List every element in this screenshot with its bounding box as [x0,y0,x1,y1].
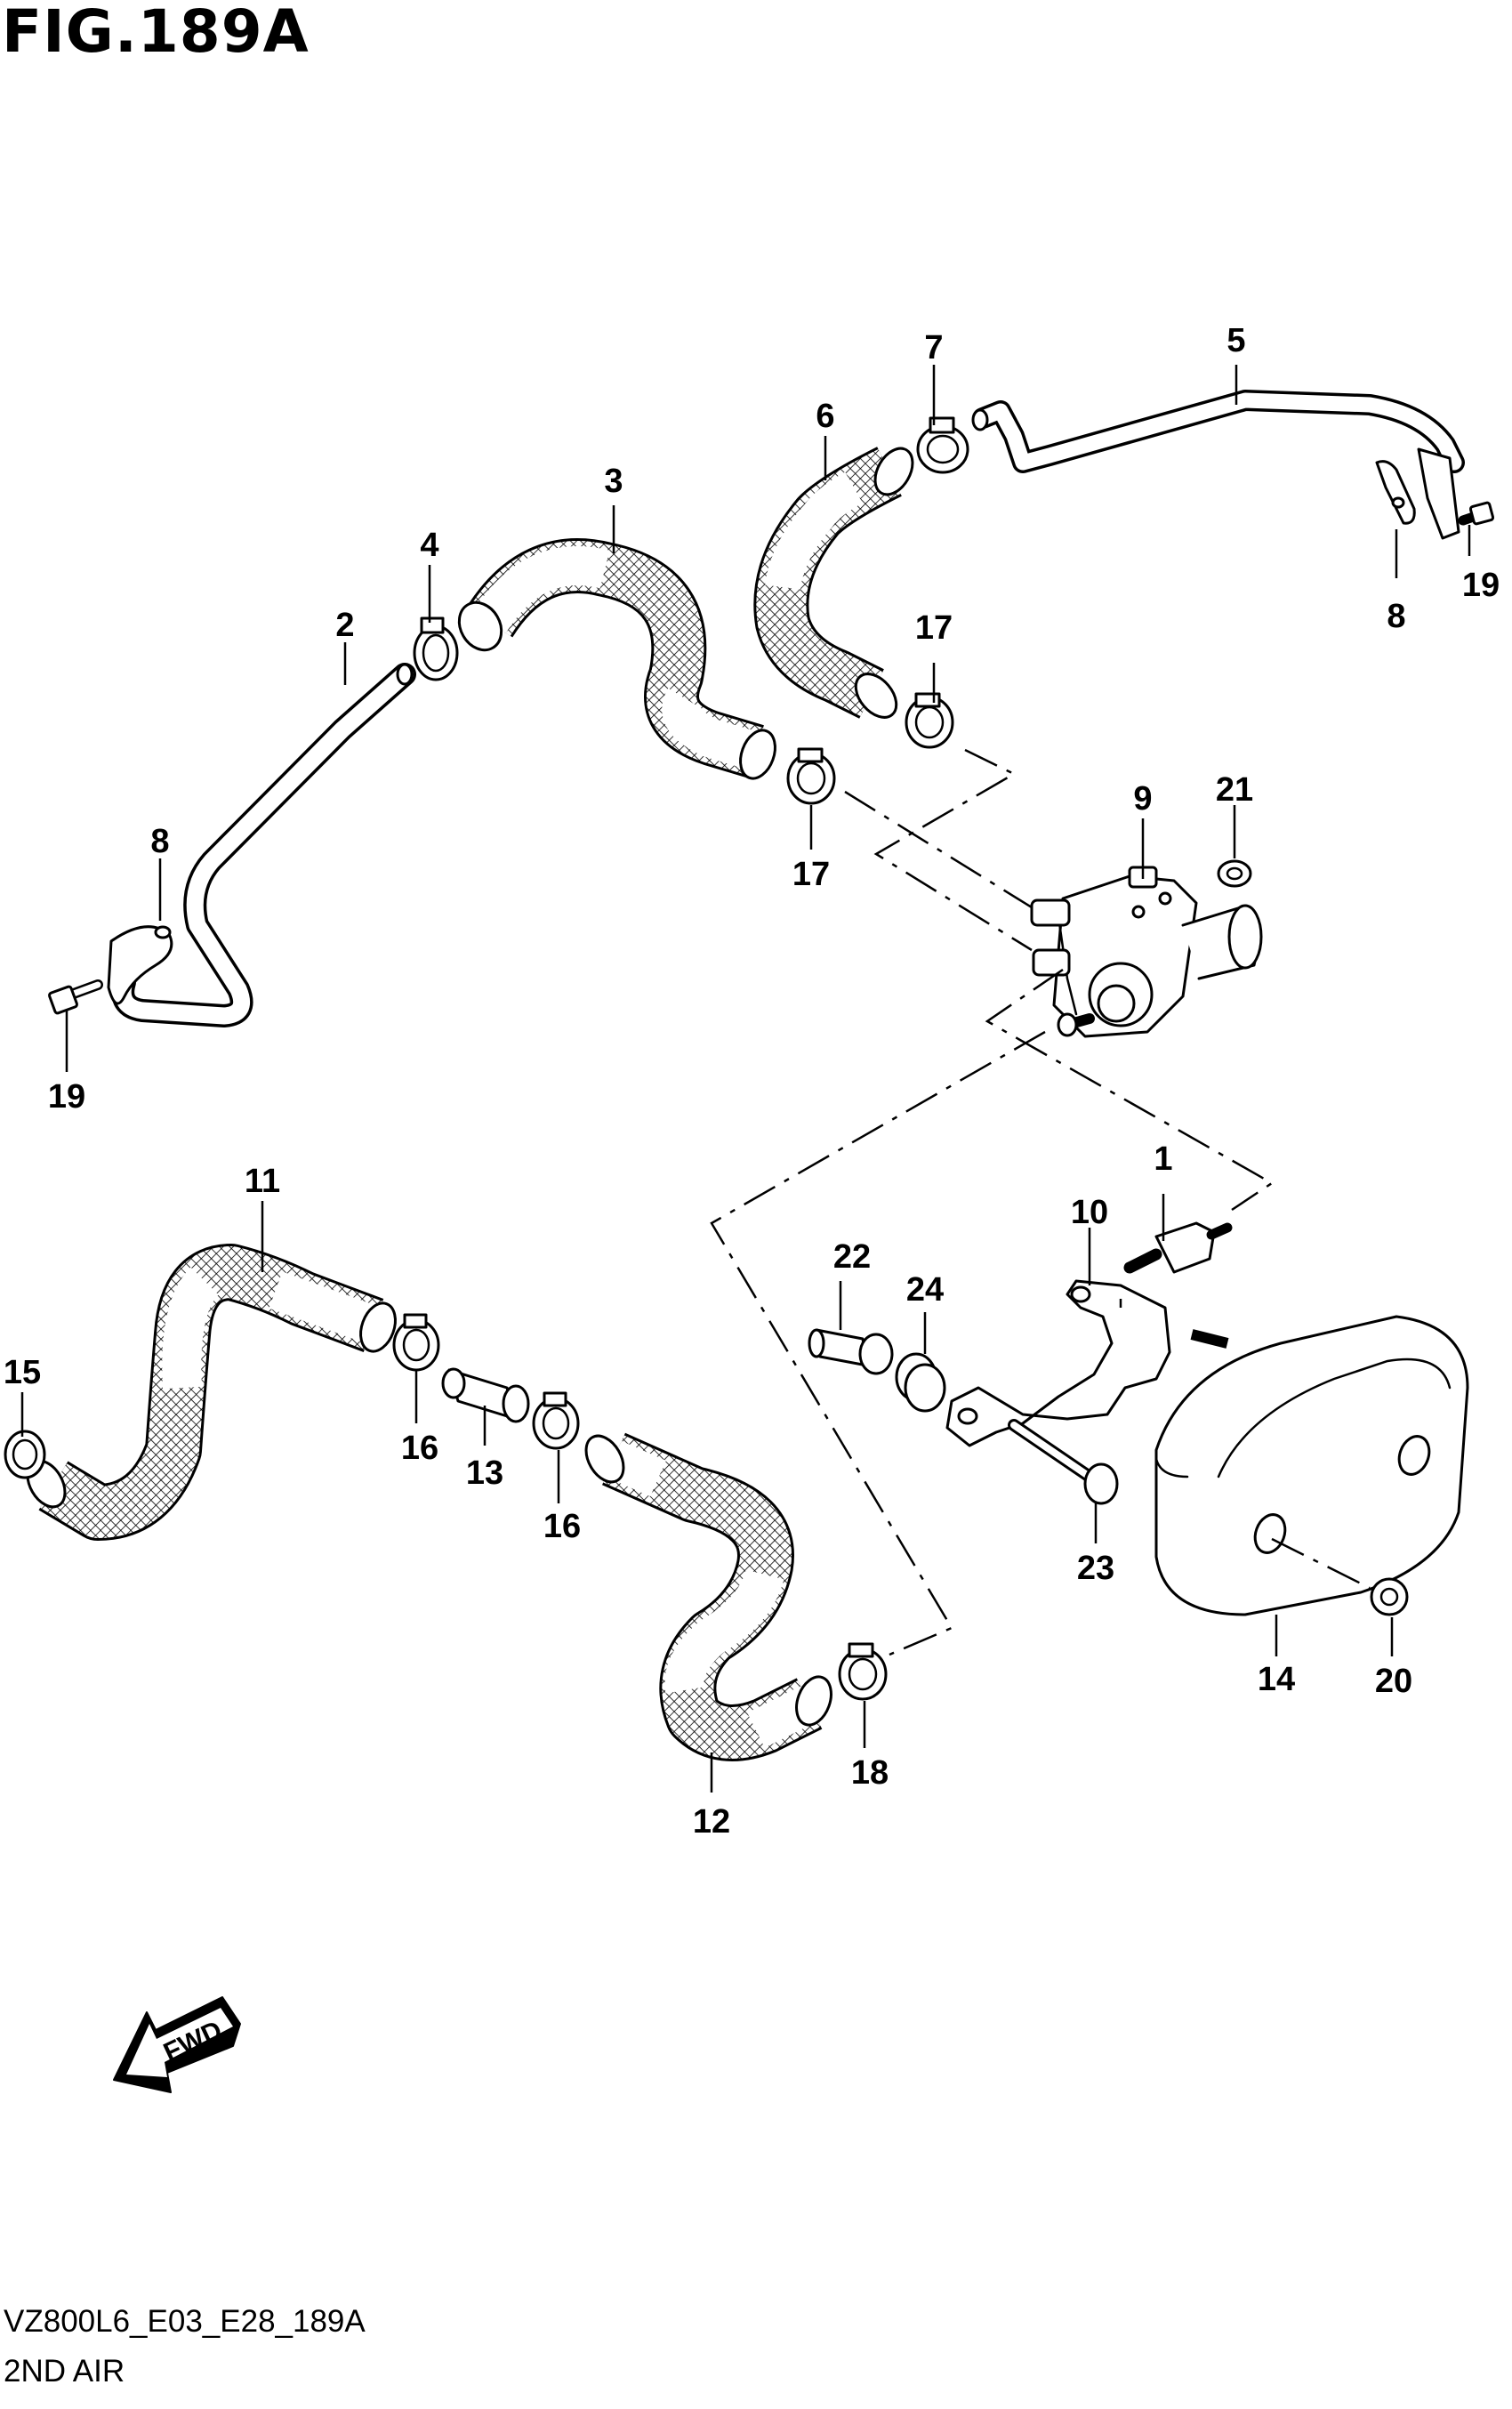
callout-23: 23 [1077,1550,1114,1587]
callout-13: 13 [466,1454,503,1492]
callout-6: 6 [816,398,834,435]
callout-18: 18 [851,1754,889,1792]
callout-5: 5 [1226,322,1245,359]
air-cleaner-case-14 [1154,1315,1469,1616]
clamp-7 [916,416,969,474]
callout-12: 12 [693,1803,730,1841]
hose-12 [584,1432,832,1761]
callout-8-right: 8 [1387,598,1405,635]
callout-2: 2 [335,607,354,644]
callout-19-right: 19 [1462,567,1500,604]
diagram-code: VZ800L6_E03_E28_189A [4,2304,366,2339]
bolt-23 [1008,1419,1119,1505]
clamp-16-right [532,1391,580,1450]
bolt-19-left [48,979,103,1015]
callout-7: 7 [924,329,943,367]
callout-11: 11 [245,1163,280,1200]
valve-1 [1123,1221,1233,1274]
bracket-8-left [107,925,173,1005]
callout-22: 22 [833,1238,871,1276]
diagram-description: 2ND AIR [4,2354,125,2389]
callout-16-right: 16 [543,1508,581,1545]
callout-labels: 1 2 3 4 5 6 7 8 8 9 10 11 12 13 14 15 16… [4,322,1500,1841]
figure-title: FIG.189A [2,0,310,66]
forward-direction-arrow: FWD [113,1996,241,2093]
callout-15: 15 [4,1354,41,1391]
callout-16-left: 16 [401,1430,438,1467]
callout-19-left: 19 [48,1078,85,1116]
bracket-10 [945,1279,1229,1447]
callout-3: 3 [604,463,623,500]
air-pipe-2 [111,663,416,1027]
air-pipe-5 [971,390,1465,473]
leader-lines [20,365,1471,1793]
hose-3 [457,538,776,780]
cushion-24 [895,1352,946,1413]
bracket-8-right [1375,447,1460,540]
hose-6 [753,447,914,719]
collar-22 [808,1328,894,1375]
callout-17-lower: 17 [792,856,830,893]
nut-20 [1370,1577,1409,1616]
callout-14: 14 [1258,1661,1295,1698]
callout-24: 24 [906,1271,944,1309]
callout-8-left: 8 [150,823,169,860]
callout-10: 10 [1071,1194,1108,1231]
callout-1: 1 [1154,1140,1172,1178]
callout-20: 20 [1375,1663,1412,1700]
air-valve-9 [1030,866,1263,1038]
callout-9: 9 [1133,780,1152,818]
grommet-15 [4,1430,46,1479]
callout-17-upper: 17 [915,609,953,647]
hose-11 [26,1244,397,1541]
clamp-17-lower [786,747,836,805]
clamp-16-left [392,1313,440,1372]
clamp-18 [838,1642,888,1701]
clamp-4 [413,616,459,681]
washer-21 [1217,859,1252,888]
bolt-19-right [1458,501,1495,526]
callout-21: 21 [1216,771,1253,809]
callout-4: 4 [420,527,438,564]
joint-13 [441,1367,530,1423]
clamp-17-upper [905,692,954,749]
assembly-lines [710,748,1371,1656]
